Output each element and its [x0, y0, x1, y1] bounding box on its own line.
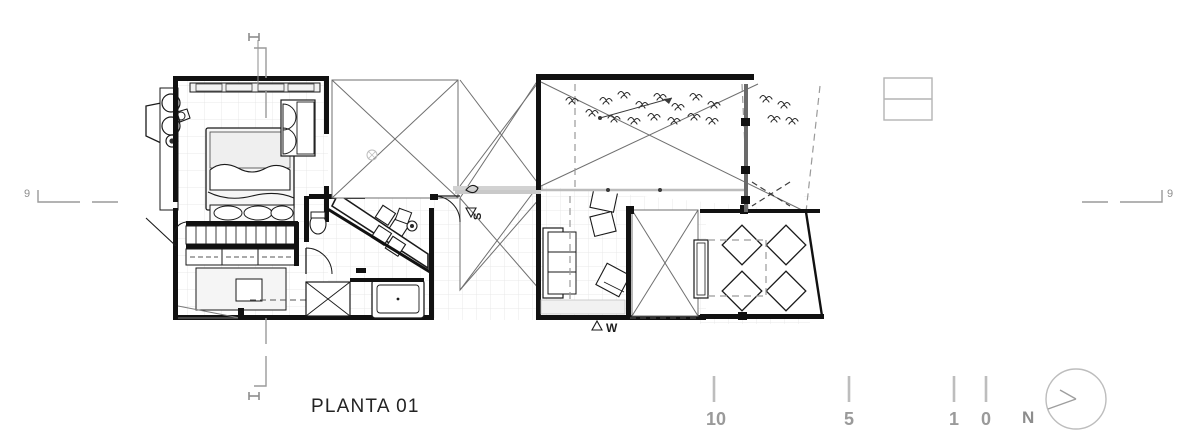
void-court-3 — [626, 206, 700, 319]
room-tag-markers — [465, 184, 603, 331]
title-block-box — [883, 77, 933, 121]
scale-bar — [712, 376, 988, 402]
stair-tag-label: S — [472, 212, 484, 220]
section-marker-left-label: 9 — [24, 188, 31, 200]
section-marker-right-label: 9 — [1167, 188, 1174, 200]
closet-dressing — [173, 221, 299, 266]
living-room-west — [145, 217, 330, 320]
scale-tick-label-5: 5 — [844, 409, 855, 429]
window-tag-label: W — [606, 321, 618, 335]
stair — [325, 192, 431, 274]
void-court-1 — [331, 79, 459, 199]
section-marker-lines — [37, 33, 1163, 400]
scale-tick-label-10: 10 — [706, 409, 727, 429]
scale-tick-label-0: 0 — [981, 409, 992, 429]
north-label: N — [1022, 408, 1035, 427]
bedroom — [189, 40, 321, 224]
scale-tick-label-1: 1 — [949, 409, 960, 429]
terrace-east — [541, 84, 824, 320]
central-block-walls — [430, 74, 754, 320]
bathroom — [304, 194, 425, 319]
page-title: PLANTA 01 — [311, 396, 420, 417]
north-arrow — [1045, 368, 1107, 430]
